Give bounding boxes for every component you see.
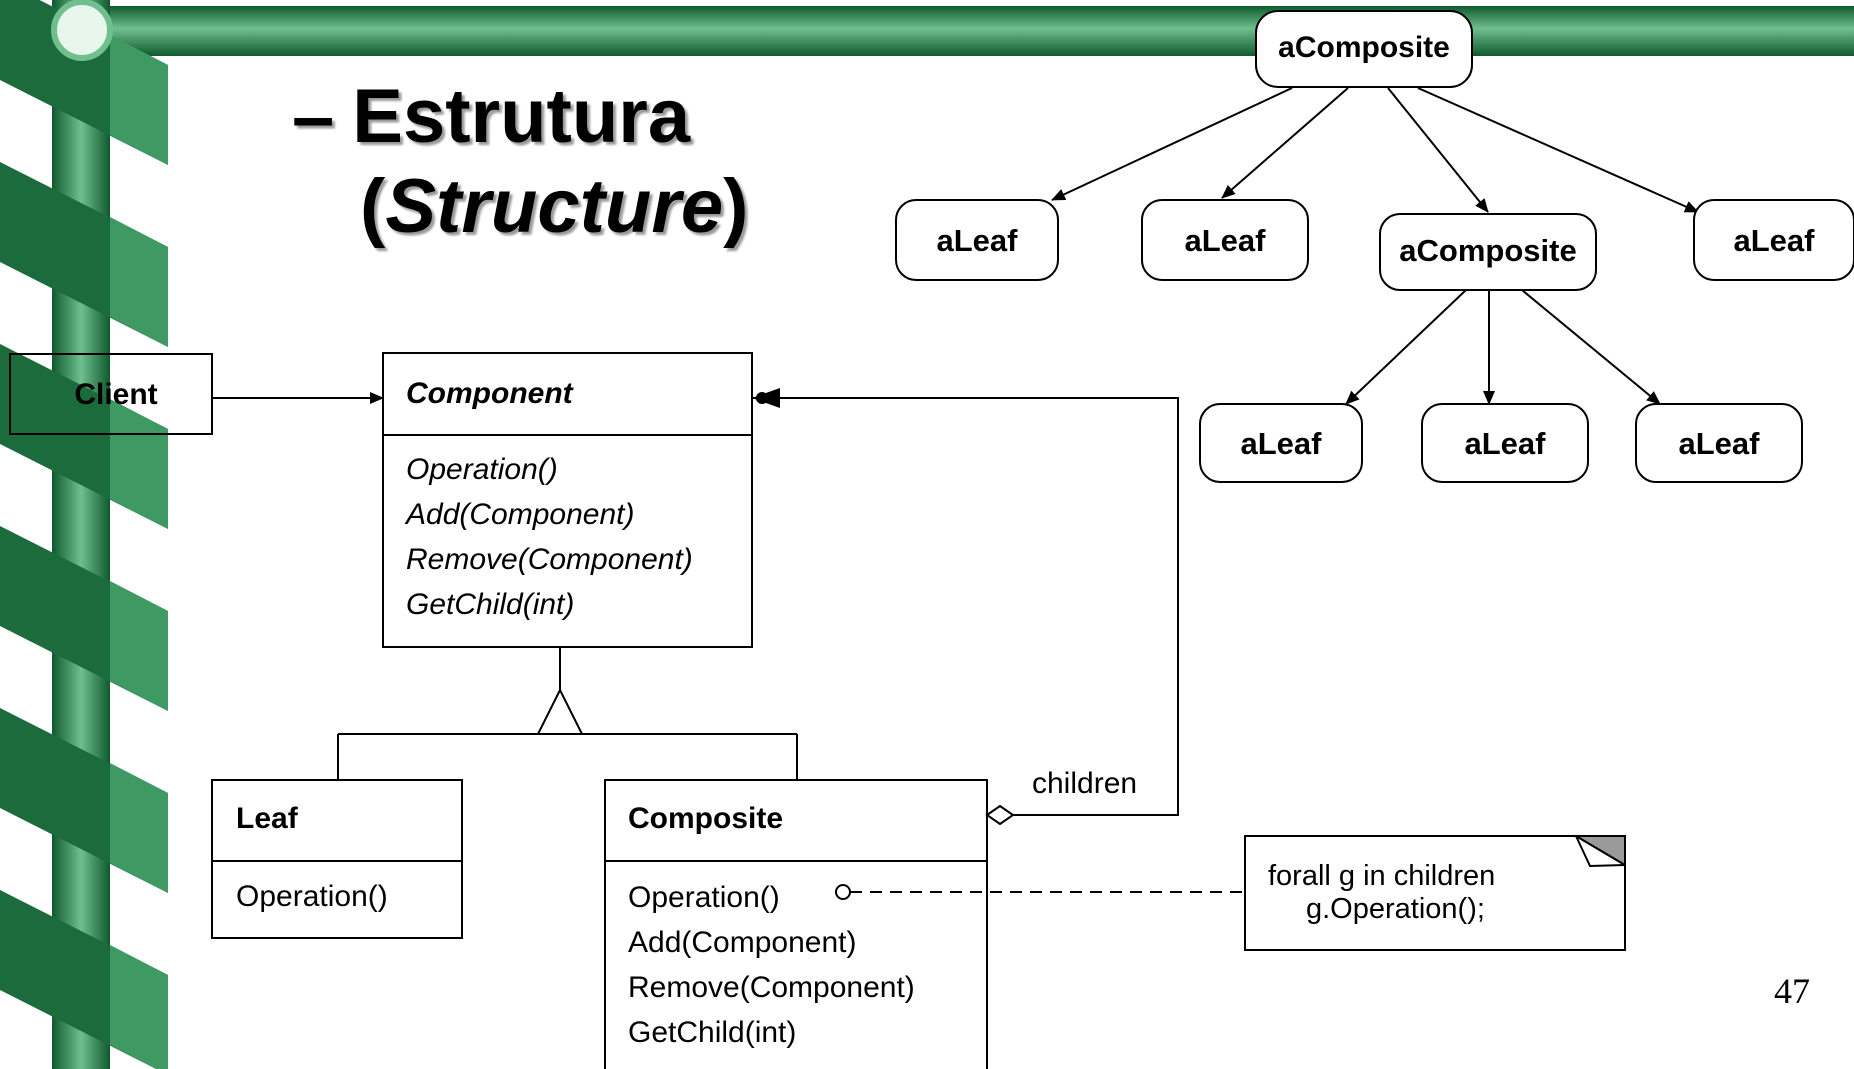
object-node — [1635, 403, 1803, 483]
component-class-box — [382, 352, 753, 648]
component-operation: GetChild(int) — [406, 588, 574, 621]
object-label: aLeaf — [1734, 223, 1816, 258]
client-class-name: Client — [74, 378, 157, 411]
ribbon-band-light — [110, 399, 168, 529]
inheritance-triangle — [536, 687, 584, 735]
class-diagram: Client Component Operation() Add(Compone… — [9, 352, 1626, 1069]
leaf-class-name: Leaf — [236, 802, 299, 835]
ribbon-band-light — [110, 763, 168, 893]
heading-dash: – — [292, 74, 335, 159]
object-label-root: aComposite — [1278, 31, 1450, 64]
heading-line-2: (Structure) — [292, 162, 748, 252]
aggregation-diamond — [985, 804, 1015, 826]
heading-paren-close: ) — [723, 164, 749, 249]
object-label: aLeaf — [937, 223, 1019, 258]
object-node — [1141, 199, 1309, 281]
client-class-box — [9, 353, 213, 435]
object-node-root — [1255, 10, 1473, 88]
note-anchor-circle — [835, 884, 851, 900]
object-link — [1387, 87, 1489, 213]
composite-operation: GetChild(int) — [628, 1016, 796, 1049]
top-band — [60, 6, 1854, 56]
leaf-class-box — [211, 779, 463, 939]
children-role-label: children — [1032, 767, 1137, 800]
object-node — [1693, 199, 1854, 281]
ribbon-band-light — [110, 581, 168, 711]
heading-paren-open: ( — [360, 164, 386, 249]
ribbon-band-light — [110, 945, 168, 1069]
object-node — [1199, 403, 1363, 483]
object-diagram: aComposite aLeaf aLeaf aComposite aLeaf … — [895, 10, 1854, 483]
leaf-operation: Operation() — [236, 880, 388, 913]
component-operation: Remove(Component) — [406, 543, 693, 576]
object-node — [1421, 403, 1589, 483]
slide-heading: –Estrutura (Structure) — [292, 72, 748, 252]
note-line-1: forall g in children — [1268, 860, 1495, 892]
object-link — [1521, 289, 1661, 405]
object-label: aLeaf — [1241, 426, 1323, 461]
note-folded-corner — [1572, 835, 1626, 867]
note-fold-edge — [1575, 835, 1626, 868]
component-class-name: Component — [406, 377, 575, 410]
object-link — [1345, 289, 1467, 405]
heading-word: Estrutura — [352, 74, 691, 159]
object-link — [1417, 87, 1699, 213]
composite-class-box — [604, 779, 988, 1069]
vertical-pole — [52, 0, 110, 1069]
component-operation: Operation() — [406, 453, 558, 486]
composite-operation: Operation() — [628, 881, 780, 914]
children-aggregation-line — [752, 397, 1179, 816]
page-number: 47 — [1774, 971, 1810, 1011]
component-operation: Add(Component) — [404, 498, 634, 531]
note-box — [1244, 835, 1626, 951]
object-link — [1051, 87, 1293, 201]
composite-operation: Add(Component) — [628, 926, 856, 959]
ribbon-band-light — [110, 35, 168, 165]
object-node — [895, 199, 1059, 281]
composite-operation: Remove(Component) — [628, 971, 915, 1004]
pole-knob — [51, 0, 113, 61]
object-label: aLeaf — [1679, 426, 1761, 461]
object-label: aComposite — [1399, 233, 1576, 268]
aggregation-arrow-dot — [756, 392, 768, 404]
object-label: aLeaf — [1185, 223, 1267, 258]
heading-english: Structure — [385, 164, 724, 249]
ribbon-band-light — [110, 217, 168, 347]
composite-class-name: Composite — [628, 802, 783, 835]
object-node — [1379, 213, 1597, 291]
object-link — [1221, 87, 1349, 199]
object-label: aLeaf — [1465, 426, 1547, 461]
note-line-2: g.Operation(); — [1306, 893, 1485, 925]
